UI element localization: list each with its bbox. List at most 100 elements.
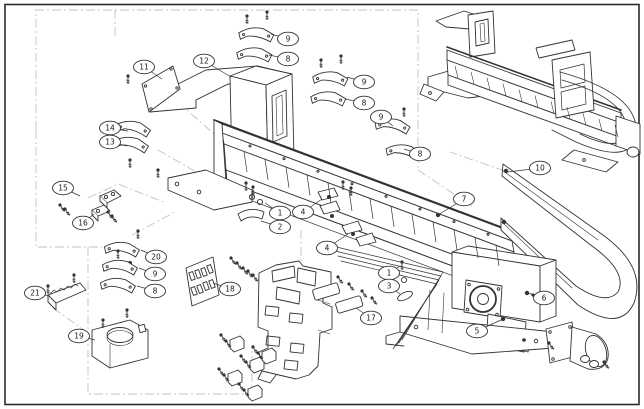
rail-slat: [285, 167, 290, 188]
unit-slat: [470, 71, 475, 84]
part-box-19: [91, 319, 149, 369]
rail-slat: [390, 206, 395, 227]
rail-hole: [486, 232, 490, 236]
screw-icon: [136, 229, 140, 239]
callout-10: 10: [507, 160, 551, 176]
callout-number: 21: [30, 289, 40, 298]
strap-clamp: [103, 241, 141, 258]
callout-balloon: [466, 323, 488, 339]
callout-number: 1: [278, 209, 283, 218]
rail-hole: [282, 157, 286, 161]
screw-icon: [46, 284, 50, 294]
rail-slat: [243, 151, 248, 173]
callout-balloon: [378, 278, 400, 294]
part-block-16: [91, 204, 111, 222]
screw-icon: [58, 203, 66, 212]
screw-icon: [341, 180, 345, 190]
callout-number: 18: [225, 285, 235, 294]
screw-icon: [319, 58, 323, 68]
strap-clamp: [310, 91, 347, 107]
rail-slat: [369, 198, 374, 219]
rail-slat: [306, 174, 311, 196]
callout-balloon: [144, 266, 166, 282]
callout-number: 16: [78, 219, 88, 228]
screw-icon: [602, 360, 610, 369]
callout-15: 15: [52, 180, 81, 197]
callout-5: 5: [466, 319, 502, 339]
angle-clip: [227, 369, 243, 387]
callout-14: 14: [99, 120, 129, 136]
screw-icon: [256, 351, 264, 360]
screw-icon: [265, 10, 269, 20]
screw-icon: [336, 275, 344, 284]
unit-slat: [454, 65, 459, 79]
callout-18: 18: [212, 281, 241, 297]
callout-9: 9: [138, 266, 166, 282]
parts-1-3-bottom: [397, 276, 413, 302]
screw-icon: [110, 214, 118, 223]
rail-slat: [348, 190, 353, 212]
callout-balloon: [529, 160, 551, 176]
parts-1-2-left: [237, 193, 265, 222]
callout-4: 4: [292, 198, 323, 220]
part-comb-21: [47, 282, 87, 311]
callout-number: 4: [325, 244, 330, 253]
callout-8: 8: [344, 95, 375, 111]
screw-icon: [400, 260, 404, 270]
screw-icon: [101, 318, 105, 328]
strap-clamp: [236, 47, 273, 63]
callout-number: 6: [542, 294, 547, 303]
callout-balloon: [533, 290, 555, 306]
callout-number: 20: [151, 253, 161, 262]
callout-8: 8: [403, 146, 431, 162]
rail-hole: [248, 144, 252, 148]
callout-balloon: [52, 180, 74, 196]
unit-slat: [518, 89, 523, 102]
screw-icon: [402, 107, 406, 117]
callout-number: 3: [387, 282, 392, 291]
callout-9: 9: [346, 74, 375, 90]
callout-number: 8: [286, 55, 291, 64]
callout-number: 2: [278, 223, 283, 232]
callout-13: 13: [99, 134, 128, 150]
callout-number: 4: [301, 208, 306, 217]
unit-slat: [486, 77, 491, 90]
screw-icon: [156, 168, 160, 178]
callout-number: 12: [199, 57, 209, 66]
callout-19: 19: [68, 328, 96, 344]
callout-balloon: [353, 74, 375, 90]
callout-balloon: [99, 134, 121, 150]
rail-slat: [432, 221, 437, 243]
callout-balloon: [316, 240, 338, 256]
screw-icon: [347, 282, 355, 291]
callout-number: 10: [535, 164, 545, 173]
unit-slat: [502, 83, 507, 96]
callout-balloon: [409, 146, 431, 162]
callout-1: 1: [378, 265, 401, 281]
callout-12: 12: [193, 53, 232, 78]
callout-number: 15: [58, 184, 68, 193]
callout-balloon: [353, 95, 375, 111]
screw-icon: [222, 373, 230, 382]
callout-number: 14: [105, 124, 115, 133]
callout-balloon: [453, 191, 475, 207]
callout-balloon: [68, 328, 90, 344]
unit-slat: [614, 124, 619, 138]
screw-icon: [244, 181, 248, 191]
callout-11: 11: [133, 59, 163, 80]
screw-icon: [547, 341, 555, 350]
sheet-stack: [331, 245, 444, 350]
callout-3: 3: [378, 278, 401, 295]
callout-7: 7: [437, 191, 475, 216]
callout-balloon: [193, 53, 215, 69]
callout-9: 9: [370, 109, 394, 127]
unit-slat: [550, 101, 555, 114]
callout-9: 9: [270, 31, 299, 47]
rail-slat: [453, 229, 458, 251]
callout-balloon: [133, 59, 155, 75]
unit-slat: [534, 95, 539, 108]
callout-balloon: [72, 215, 94, 231]
strap-clamp: [238, 27, 275, 43]
rail-slat: [474, 237, 479, 259]
